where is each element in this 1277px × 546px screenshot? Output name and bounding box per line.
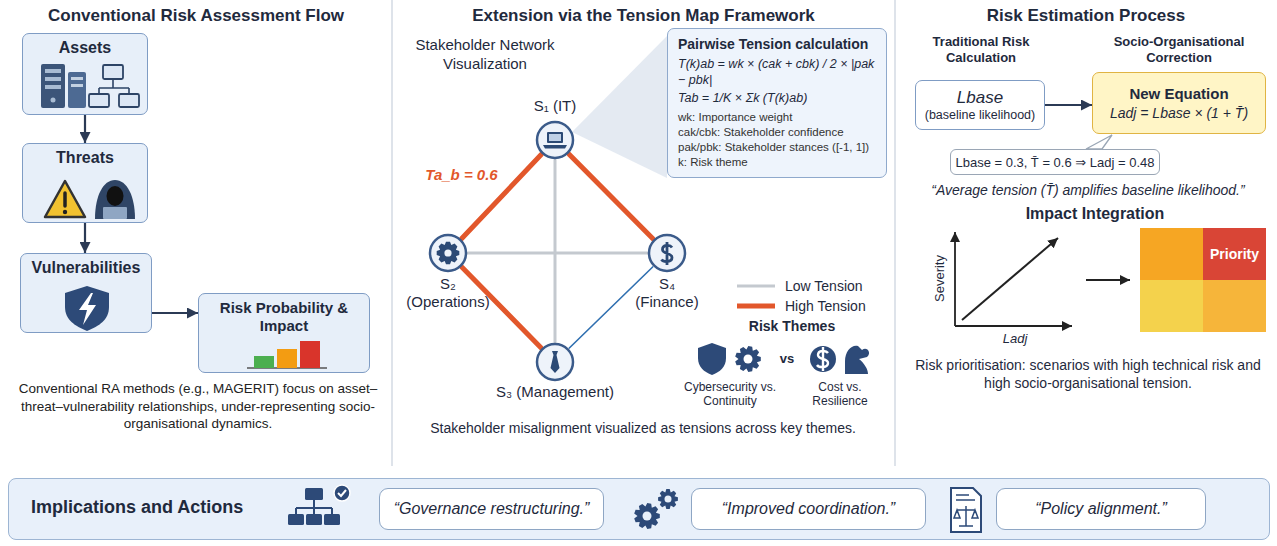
node-text: Vulnerabilities: [25, 259, 147, 277]
x-axis: [955, 325, 1072, 327]
quote-bubble: “Governance restructuring.”: [379, 488, 604, 530]
text-label: Stakeholder misalignment visualized as t…: [398, 420, 888, 436]
baseline-box: Lbase(baseline likelihood): [915, 80, 1045, 130]
text-label: Extension via the Tension Map Framework: [395, 6, 892, 26]
matrix-cell: [1203, 280, 1266, 332]
panel-divider: [894, 0, 896, 466]
legend-item: Low Tension: [735, 278, 863, 294]
text-label: vs: [772, 351, 802, 366]
legend-text: High Tension: [785, 298, 866, 314]
text-label: “Average tension (T̄) amplifies baseline…: [902, 182, 1274, 198]
flow-arrow: [1086, 279, 1130, 281]
edge-label: Ta_b = 0.6: [423, 166, 499, 183]
stakeholder-node: S₃ (Management): [536, 343, 574, 381]
node-icon: [648, 234, 686, 272]
gear-icon: [735, 346, 761, 372]
asset-box: Assets: [22, 33, 148, 115]
formula-box: Pairwise Tension calculationT(k)ab = wk …: [667, 28, 887, 178]
node-text: Lbase: [957, 88, 1003, 108]
node-icon: [429, 234, 467, 272]
node-text: T(k)ab = wk × (cak + cbk) / 2 × |pak − p…: [678, 57, 876, 88]
node-text: (baseline likelihood): [925, 108, 1035, 122]
shield-icon: [698, 343, 726, 375]
connector: [152, 312, 198, 314]
equation-box: New EquationLadj = Lbase × (1 + T̄): [1092, 72, 1266, 134]
node-text: Risk Probability & Impact: [203, 299, 365, 335]
quote-bubble: “Improved coordination.”: [691, 488, 926, 530]
stakeholder-node: S₂ (Operations): [429, 234, 467, 272]
legend-item: High Tension: [735, 298, 866, 314]
node-text: Tab = 1/K × Σk (T(k)ab): [678, 91, 876, 105]
node-text: Lbase = 0.3, T̄ = 0.6 ⇒ Ladj = 0.48: [956, 155, 1155, 170]
vulnerability-box: Vulnerabilities: [20, 253, 152, 333]
connector: [554, 160, 557, 342]
node-text: Ladj = Lbase × (1 + T̄): [1110, 105, 1248, 121]
dollar-sign: [817, 347, 828, 371]
stakeholder-node: S₁ (IT): [536, 121, 574, 159]
legend-line-sample: [735, 300, 777, 312]
example-callout: Lbase = 0.3, T̄ = 0.6 ⇒ Ladj = 0.48: [950, 149, 1160, 175]
connector: [468, 252, 647, 255]
text-label: Cost vs. Resilience: [795, 380, 885, 409]
node-text: S₄ (Finance): [630, 275, 704, 311]
action-band: Implications and Actions “Governance rest…: [8, 478, 1270, 540]
text-label: Socio-Organisational Correction: [1088, 34, 1270, 65]
node-text: Implications and Actions: [31, 497, 243, 518]
text-label: Traditional Risk Calculation: [906, 34, 1056, 65]
muscle-icon: [845, 346, 869, 374]
text-label: Stakeholder Network Visualization: [400, 36, 570, 74]
node-text: cak/cbk: Stakeholder confidence: [678, 125, 876, 140]
connector: [569, 154, 653, 239]
text-label: Risk Themes: [712, 318, 872, 334]
node-text: New Equation: [1129, 85, 1228, 102]
text-label: Ladj: [985, 331, 1045, 346]
node-text: Pairwise Tension calculation: [678, 36, 876, 52]
connector: [84, 223, 86, 253]
priority-cell: Priority: [1203, 228, 1266, 280]
dollar-icon: [810, 346, 836, 372]
threat-box: Threats: [22, 143, 148, 223]
panel-divider: [391, 0, 393, 466]
node-text: “Improved coordination.”: [722, 500, 895, 518]
node-text: k: Risk theme: [678, 155, 876, 170]
node-text: S₁ (IT): [505, 97, 605, 114]
node-icon: [536, 343, 574, 381]
gear-hole: [744, 355, 753, 364]
legend-line-sample: [735, 280, 777, 292]
node-text: Priority: [1210, 246, 1259, 262]
node-text: pak/pbk: Stakeholder stances ([-1, 1]): [678, 140, 876, 155]
text-label: Impact Integration: [1010, 205, 1180, 223]
zoom-wedge: [572, 36, 667, 178]
text-label: Risk prioritisation: scenarios with high…: [902, 356, 1274, 392]
stakeholder-node: S₄ (Finance): [648, 234, 686, 272]
text-label: Risk Estimation Process: [900, 6, 1272, 26]
trend-arrow: [962, 238, 1058, 320]
node-text: S₃ (Management): [480, 383, 630, 400]
legend-text: Low Tension: [785, 278, 863, 294]
text-label: Severity: [932, 244, 947, 314]
node-text: wk: Importance weight: [678, 110, 876, 125]
y-axis: [954, 232, 956, 326]
text-label: Conventional Risk Assessment Flow: [6, 6, 386, 26]
node-text: Threats: [27, 149, 143, 167]
text-label: Cybersecurity vs. Continuity: [680, 380, 780, 409]
node-text: “Governance restructuring.”: [394, 500, 590, 518]
connector: [84, 115, 86, 143]
text-label: Conventional RA methods (e.g., MAGERIT) …: [12, 380, 384, 433]
risk-box: Risk Probability & Impact: [198, 293, 370, 373]
matrix-cell: [1140, 228, 1203, 280]
node-text: Assets: [27, 39, 143, 57]
node-text: S₂ (Operations): [402, 275, 494, 311]
connector: [1045, 104, 1092, 106]
callout-pointer: [1086, 135, 1112, 149]
node-icon: [536, 121, 574, 159]
node-text: “Policy alignment.”: [1035, 500, 1167, 518]
quote-bubble: “Policy alignment.”: [996, 488, 1206, 530]
matrix-cell: [1140, 280, 1203, 332]
